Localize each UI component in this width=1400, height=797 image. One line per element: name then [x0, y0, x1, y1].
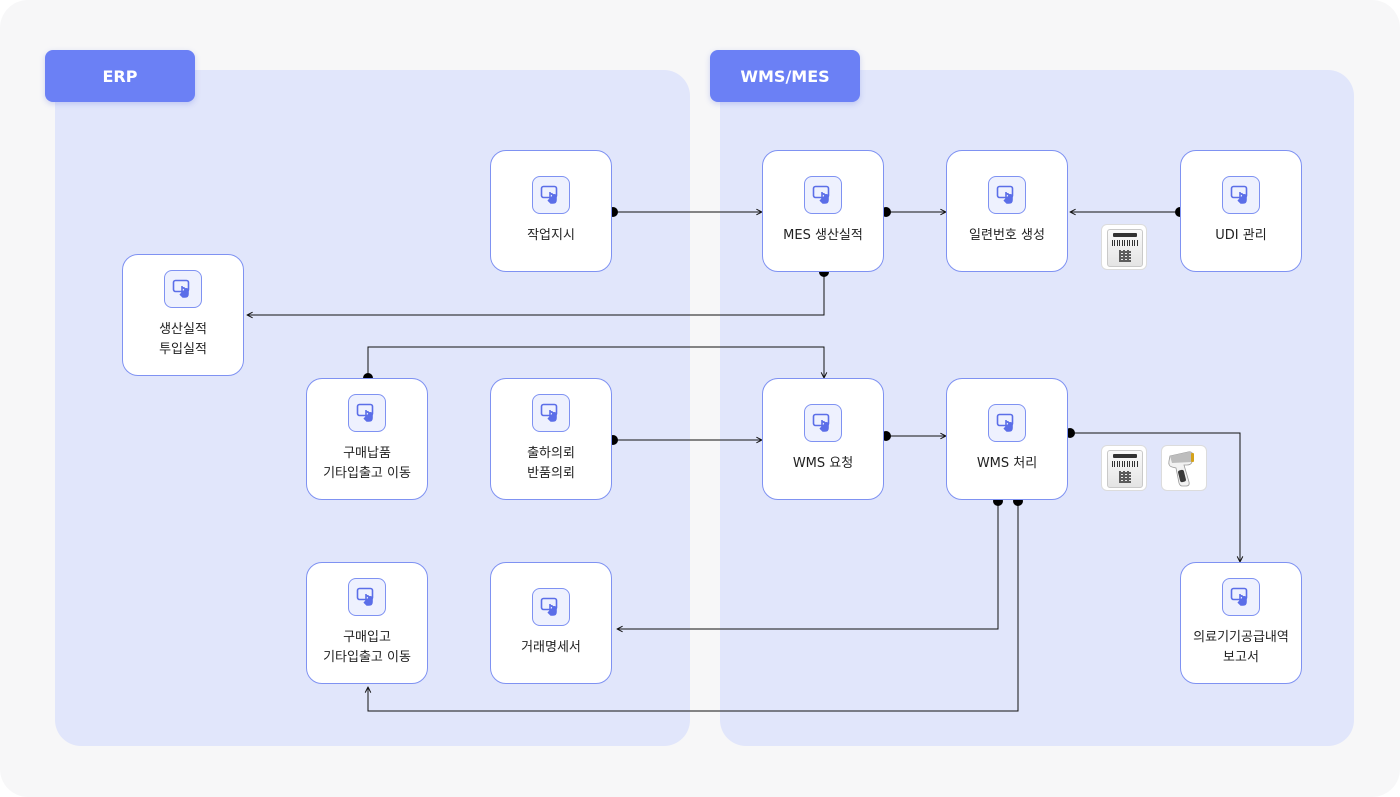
node-label: MES 생산실적	[783, 228, 863, 243]
supply-report-node[interactable]: 의료기기공급내역 보고서	[1180, 562, 1302, 684]
purchase-receipt-node[interactable]: 구매입고 기타입출고 이동	[306, 562, 428, 684]
erp-panel-title: ERP	[45, 50, 195, 102]
touch-screen-icon	[1222, 578, 1260, 616]
touch-screen-icon	[988, 404, 1026, 442]
node-label: 의료기기공급내역 보고서	[1193, 630, 1289, 665]
node-label: 거래명세서	[521, 640, 581, 655]
node-label: 작업지시	[527, 228, 575, 243]
wms-processing-node[interactable]: WMS 처리	[946, 378, 1068, 500]
node-label: 생산실적 투입실적	[159, 322, 207, 357]
shipping-request-node[interactable]: 출하의뢰 반품의뢰	[490, 378, 612, 500]
wms-mes-panel-title: WMS/MES	[710, 50, 860, 102]
touch-screen-icon	[532, 394, 570, 432]
wms-request-node[interactable]: WMS 요청	[762, 378, 884, 500]
transaction-statement-node[interactable]: 거래명세서	[490, 562, 612, 684]
touch-screen-icon	[164, 270, 202, 308]
node-label: WMS 처리	[976, 456, 1038, 471]
node-label: 일련번호 생성	[969, 228, 1045, 243]
udi-label-icon	[1101, 224, 1147, 270]
serial-generation-node[interactable]: 일련번호 생성	[946, 150, 1068, 272]
touch-screen-icon	[532, 176, 570, 214]
node-label: 출하의뢰 반품의뢰	[527, 446, 575, 481]
touch-screen-icon	[348, 394, 386, 432]
production-input-node[interactable]: 생산실적 투입실적	[122, 254, 244, 376]
udi-label-icon	[1101, 445, 1147, 491]
work-order-node[interactable]: 작업지시	[490, 150, 612, 272]
touch-screen-icon	[532, 588, 570, 626]
node-label: 구매입고 기타입출고 이동	[323, 630, 411, 665]
touch-screen-icon	[804, 176, 842, 214]
udi-management-node[interactable]: UDI 관리	[1180, 150, 1302, 272]
node-label: UDI 관리	[1215, 228, 1267, 243]
touch-screen-icon	[804, 404, 842, 442]
barcode-scanner-icon	[1161, 445, 1207, 491]
touch-screen-icon	[348, 578, 386, 616]
node-label: WMS 요청	[792, 456, 854, 471]
node-label: 구매납품 기타입출고 이동	[323, 446, 411, 481]
touch-screen-icon	[1222, 176, 1260, 214]
touch-screen-icon	[988, 176, 1026, 214]
purchase-delivery-node[interactable]: 구매납품 기타입출고 이동	[306, 378, 428, 500]
mes-production-node[interactable]: MES 생산실적	[762, 150, 884, 272]
